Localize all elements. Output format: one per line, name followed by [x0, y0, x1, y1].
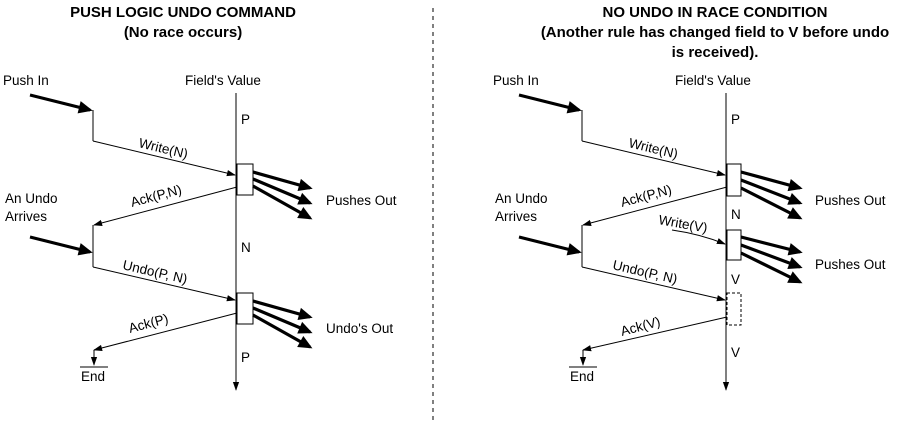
- left-value-n: N: [241, 240, 251, 255]
- left-push-in-label: Push In: [3, 73, 49, 88]
- left-undo-out-2: [252, 306, 313, 334]
- right-undo-in-arrow: [518, 235, 582, 256]
- right-push-in-arrow: [518, 93, 582, 114]
- left-field-value-label: Field's Value: [185, 73, 261, 88]
- right-push-in-label: Push In: [493, 73, 539, 88]
- left-write-rule-box: [236, 163, 254, 196]
- left-write-arrow: [92, 140, 236, 177]
- left-undo-out-3: [252, 313, 313, 349]
- right-write-rule-box: [726, 163, 742, 197]
- left-title-line2: (No race occurs): [124, 24, 242, 41]
- right-value-v-2: V: [731, 345, 740, 360]
- right-write-v-arrow: [671, 229, 726, 245]
- right-value-p: P: [731, 112, 740, 127]
- left-undo-arrives-1: An Undo: [5, 191, 58, 206]
- right-undo-arrives-1: An Undo: [495, 191, 548, 206]
- right-push-out-4: [740, 235, 803, 256]
- left-ack1-label: Ack(P,N): [129, 182, 183, 210]
- left-title-line1: PUSH LOGIC UNDO COMMAND: [70, 4, 296, 21]
- left-ack1-arrow: [93, 186, 238, 226]
- right-push-out-3: [740, 186, 803, 220]
- left-push-out-1: [252, 170, 313, 192]
- left-push-in-arrow: [29, 93, 93, 114]
- right-no-undo-rule-box: [726, 292, 742, 326]
- right-write-arrow: [581, 140, 726, 177]
- left-undo-arrow: [92, 266, 236, 302]
- right-end-label: End: [570, 369, 594, 384]
- right-value-v-1: V: [731, 272, 740, 287]
- left-undo-arrives-2: Arrives: [5, 209, 47, 224]
- right-ack2-arrow: [582, 316, 728, 352]
- right-push-out-6: [740, 251, 803, 284]
- left-undo-out-1: [252, 299, 313, 321]
- right-undo-arrives-2: Arrives: [495, 209, 537, 224]
- right-push-out-5: [740, 243, 803, 269]
- right-push-out-1: [740, 170, 803, 192]
- left-value-p-bottom: P: [241, 350, 250, 365]
- right-write-v-rule-box: [726, 229, 742, 261]
- right-panel: NO UNDO IN RACE CONDITION (Another rule …: [493, 4, 889, 391]
- left-panel: PUSH LOGIC UNDO COMMAND (No race occurs)…: [3, 4, 397, 391]
- right-pushes-out-label-2: Pushes Out: [815, 257, 886, 272]
- right-value-n: N: [731, 207, 741, 222]
- left-pushes-out-label: Pushes Out: [326, 193, 397, 208]
- right-push-out-2: [740, 178, 803, 205]
- left-undo-label: Undo(P, N): [121, 257, 188, 286]
- right-undo-label: Undo(P, N): [611, 257, 678, 286]
- right-title-line3: is received).: [672, 44, 759, 61]
- right-ack2-label: Ack(V): [619, 314, 662, 339]
- left-undo-in-arrow: [29, 235, 93, 256]
- right-title-line1: NO UNDO IN RACE CONDITION: [603, 4, 828, 21]
- left-undos-out-label: Undo's Out: [326, 321, 393, 336]
- left-undo-rule-box: [236, 292, 254, 325]
- left-push-out-2: [252, 177, 313, 205]
- right-ack1-label: Ack(P,N): [619, 182, 673, 210]
- left-push-out-3: [252, 184, 313, 220]
- left-end-label: End: [81, 369, 105, 384]
- left-ack2-arrow: [93, 312, 238, 352]
- right-field-value-label: Field's Value: [675, 73, 751, 88]
- right-undo-arrow: [581, 266, 726, 302]
- left-value-p-top: P: [241, 112, 250, 127]
- right-ack1-arrow: [582, 186, 728, 226]
- right-pushes-out-label-1: Pushes Out: [815, 193, 886, 208]
- right-title-line2: (Another rule has changed field to V bef…: [541, 24, 889, 41]
